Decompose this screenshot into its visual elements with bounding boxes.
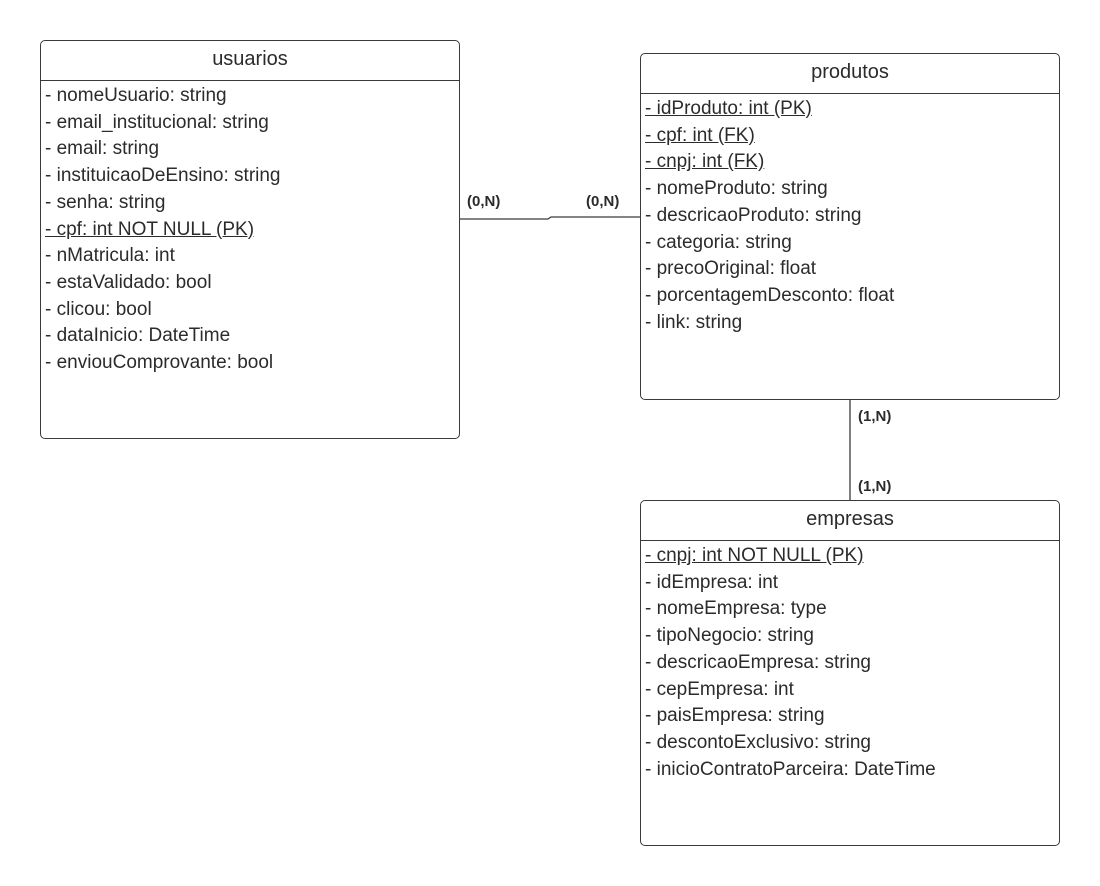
attribute: - link: string	[645, 311, 743, 333]
entity-title: produtos	[641, 54, 1059, 94]
attribute: - estaValidado: bool	[45, 271, 212, 293]
attribute: - nomeEmpresa: type	[645, 598, 827, 620]
attribute: - categoria: string	[645, 231, 792, 253]
key-attribute: - idProduto: int (PK)	[645, 98, 812, 119]
attribute-list: - nomeUsuario: string - email_institucion…	[41, 81, 459, 377]
attribute: - paisEmpresa: string	[645, 705, 825, 727]
cardinality-usuarios-side: (0,N)	[467, 193, 501, 210]
cardinality-produtos-bottom: (1,N)	[858, 408, 892, 425]
attribute: - clicou: bool	[45, 298, 152, 320]
attribute: - enviouComprovante: bool	[45, 352, 274, 374]
attribute: - email_institucional: string	[45, 111, 269, 133]
attribute: - descricaoProduto: string	[645, 204, 862, 226]
key-attribute: - cpf: int (FK)	[645, 124, 755, 146]
attribute: - instituicaoDeEnsino: string	[45, 165, 281, 187]
attribute: - porcentagemDesconto: float	[645, 284, 895, 306]
relation-line-usuarios-produtos	[460, 216, 640, 220]
attribute: - cepEmpresa: int	[645, 678, 794, 700]
attribute: - nMatricula: int	[45, 245, 175, 267]
key-attribute: - cnpj: int NOT NULL (PK)	[645, 545, 864, 566]
cardinality-empresas-top: (1,N)	[858, 478, 892, 495]
entity-title: usuarios	[41, 41, 459, 81]
attribute: - precoOriginal: float	[645, 258, 817, 280]
attribute: - tipoNegocio: string	[645, 625, 814, 647]
attribute: - nomeUsuario: string	[45, 85, 227, 106]
attribute: - senha: string	[45, 191, 166, 213]
attribute: - idEmpresa: int	[645, 571, 779, 593]
attribute: - descricaoEmpresa: string	[645, 651, 871, 673]
attribute: - dataInicio: DateTime	[45, 325, 231, 347]
attribute-list: - cnpj: int NOT NULL (PK) - idEmpresa: in…	[641, 541, 1059, 783]
key-attribute: - cpf: int NOT NULL (PK)	[45, 218, 255, 240]
cardinality-produtos-side: (0,N)	[586, 193, 620, 210]
entity-title: empresas	[641, 501, 1059, 541]
attribute: - nomeProduto: string	[645, 178, 828, 200]
entity-empresas[interactable]: empresas - cnpj: int NOT NULL (PK) - idEm…	[640, 500, 1060, 846]
attribute: - inicioContratoParceira: DateTime	[645, 758, 936, 780]
attribute: - descontoExclusivo: string	[645, 731, 871, 753]
key-attribute: - cnpj: int (FK)	[645, 151, 765, 173]
entity-produtos[interactable]: produtos - idProduto: int (PK) - cpf: int…	[640, 53, 1060, 400]
attribute: - email: string	[45, 138, 160, 160]
entity-usuarios[interactable]: usuarios - nomeUsuario: string - email_in…	[40, 40, 460, 439]
attribute-list: - idProduto: int (PK) - cpf: int (FK) - cn…	[641, 94, 1059, 336]
